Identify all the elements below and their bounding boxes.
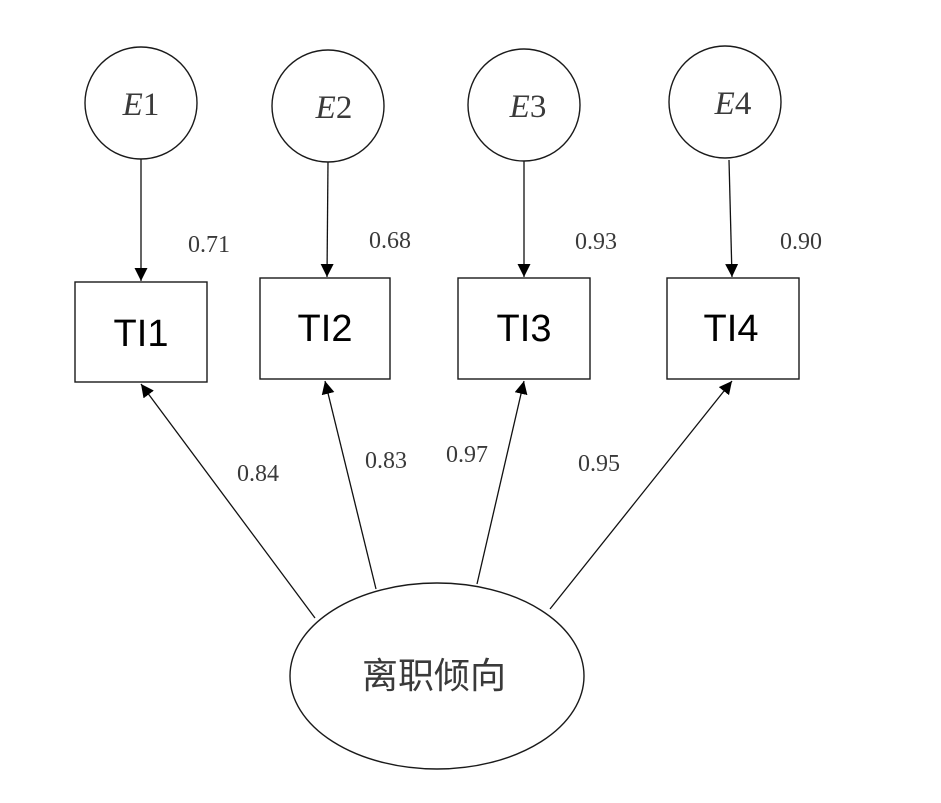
error-coef-ti3: 0.93: [575, 229, 617, 255]
observed-node-ti4: TI4: [666, 277, 800, 380]
loading-coef-ti4: 0.95: [578, 451, 620, 477]
loading-path-ti4: [549, 380, 733, 610]
svg-text:TI3: TI3: [497, 308, 552, 350]
error-path-e2-ti2: [320, 160, 334, 278]
error-coef-ti1: 0.71: [188, 232, 230, 258]
loading-path-ti3: [476, 380, 528, 585]
error-coef-ti4: 0.90: [780, 229, 822, 255]
svg-text:E3: E3: [509, 89, 547, 125]
error-node-e3: E3: [467, 48, 581, 162]
error-node-e1: E1: [84, 46, 198, 160]
svg-text:TI4: TI4: [704, 308, 759, 350]
observed-node-ti1: TI1: [74, 281, 208, 383]
svg-text:离职倾向: 离职倾向: [362, 656, 506, 697]
observed-node-ti3: TI3: [457, 277, 591, 380]
svg-text:E1: E1: [122, 87, 160, 123]
error-node-e4: E4: [668, 45, 782, 159]
svg-text:TI2: TI2: [298, 308, 353, 350]
loading-coef-ti3: 0.97: [446, 442, 488, 468]
error-node-e2: E2: [271, 49, 385, 163]
latent-node: 离职倾向: [289, 582, 585, 770]
error-path-e4-ti4: [725, 159, 739, 278]
svg-text:TI1: TI1: [114, 313, 169, 355]
svg-text:E4: E4: [714, 86, 752, 122]
loading-coef-ti1: 0.84: [237, 461, 279, 487]
svg-text:E2: E2: [315, 90, 353, 126]
observed-node-ti2: TI2: [259, 277, 391, 380]
loading-coef-ti2: 0.83: [365, 448, 407, 474]
error-coef-ti2: 0.68: [369, 228, 411, 254]
loading-path-ti1: [140, 383, 316, 619]
loading-path-ti2: [321, 380, 377, 590]
